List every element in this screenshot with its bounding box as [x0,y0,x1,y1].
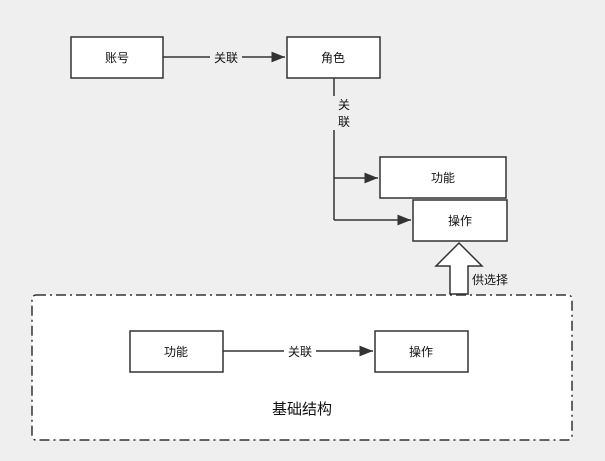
group-label: 基础结构 [272,400,332,418]
group-basic-structure [31,294,573,441]
node-operation-top-label: 操作 [448,213,472,228]
node-operation-bottom-label: 操作 [409,344,433,359]
node-role-label: 角色 [321,51,345,65]
edge-function-operation-label-bg [284,343,316,359]
edge-role-vertical-label-2: 联 [338,115,350,129]
edge-function-operation-label: 关联 [288,345,312,359]
node-function-bottom[interactable]: 功能 [129,330,224,373]
supply-label: 供选择 [472,273,508,287]
edge-role-vertical-label-1: 关 [338,98,350,112]
node-role[interactable]: 角色 [286,36,381,79]
node-operation-bottom[interactable]: 操作 [374,330,469,373]
node-account[interactable]: 账号 [70,36,164,79]
edge-account-role-label: 关联 [214,51,238,65]
edge-role-vertical-label-bg [326,96,344,130]
node-function-top[interactable]: 功能 [379,156,507,199]
node-account-label: 账号 [105,51,129,65]
supply-arrow [434,241,484,295]
node-operation-top[interactable]: 操作 [412,199,508,242]
edge-account-role-label-bg [210,49,242,65]
node-function-bottom-label: 功能 [164,345,188,359]
node-function-top-label: 功能 [431,171,455,185]
